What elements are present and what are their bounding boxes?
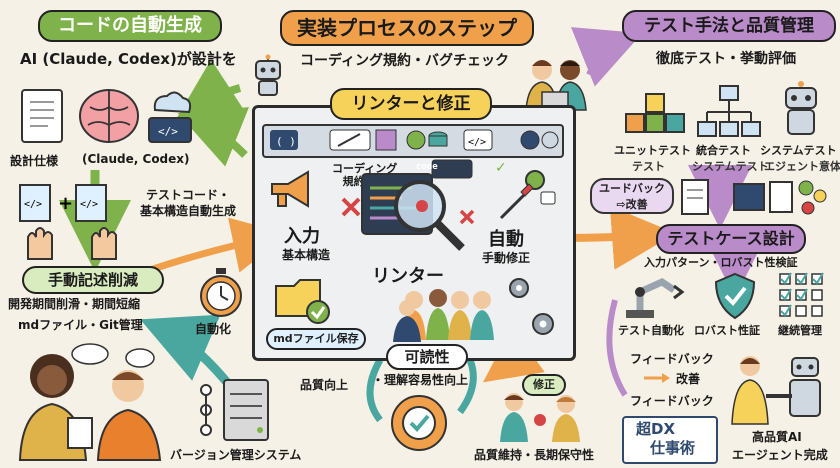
cloud-code-icon: </> bbox=[148, 91, 192, 143]
right-subtitle: 徹底テスト・挙動評価 bbox=[656, 51, 796, 67]
brain-icon bbox=[79, 89, 139, 143]
svg-text:</>: </> bbox=[468, 137, 486, 148]
report-icons bbox=[681, 179, 827, 215]
svg-text:✓: ✓ bbox=[495, 160, 507, 176]
code-tag: code bbox=[416, 162, 438, 172]
testcase-sub: 入力パターン・ロバスト性検証 bbox=[644, 256, 798, 269]
system-test-sub: エジェント意体 bbox=[764, 160, 840, 173]
testcode-label: テストコード・ 基本構造自動生成 bbox=[140, 188, 237, 218]
svg-text:</>: </> bbox=[24, 199, 42, 210]
integration-label: 統合テスト bbox=[696, 144, 751, 157]
brand-box bbox=[622, 416, 718, 464]
megaphone-icon bbox=[271, 170, 309, 208]
error-x-icon bbox=[341, 197, 361, 217]
linter-label: リンター bbox=[372, 266, 444, 287]
person-icon bbox=[393, 300, 421, 342]
brand-line2: 仕事術 bbox=[650, 439, 696, 457]
robot-icon bbox=[255, 54, 281, 96]
feedback-improve: 改善 bbox=[676, 372, 701, 386]
manual-line1: 開発期間削滑・期間短縮 bbox=[8, 297, 141, 311]
gear-check-icon bbox=[391, 395, 447, 451]
left-subtitle: AI (Claude, Codex)が設計を bbox=[20, 50, 237, 68]
automation-label: 自動化 bbox=[195, 322, 232, 336]
fix-people-icon bbox=[500, 393, 580, 442]
final-line1: 高品質AI bbox=[752, 430, 802, 444]
folder-check-icon bbox=[275, 279, 330, 324]
ai-label: (Claude, Codex) bbox=[82, 152, 190, 166]
spec-label: 設計仕様 bbox=[10, 154, 59, 168]
team-people-icon bbox=[18, 343, 162, 461]
code-files-icon: </> + </> bbox=[19, 184, 107, 222]
auto-label: 自動 bbox=[488, 229, 524, 250]
arrow-right-icon bbox=[644, 373, 670, 383]
svg-text:</>: </> bbox=[80, 199, 98, 210]
human-robot-handshake-icon bbox=[731, 356, 821, 425]
feedback-2: フィードバック bbox=[630, 394, 714, 408]
auto-sub: 手動修正 bbox=[482, 251, 531, 265]
left-title: コードの自動生成 bbox=[38, 10, 222, 42]
continuous-label: 継続管理 bbox=[778, 324, 822, 337]
manual-line2: mdファイル・Git管理 bbox=[18, 318, 143, 332]
unit-test-sub: テスト bbox=[632, 160, 665, 173]
svg-text:+: + bbox=[58, 193, 73, 214]
integration-tree-icon bbox=[697, 85, 761, 137]
toolbar-icons: ( ) </> bbox=[270, 129, 559, 151]
robot-arm-icon bbox=[626, 278, 685, 318]
center-title: 実装プロセスのステップ bbox=[280, 10, 534, 46]
feedback-bubble: ユードバック ⇨改善 bbox=[590, 178, 674, 214]
robust-label: ロバスト性証 bbox=[694, 324, 760, 337]
center-subtitle: コーディング規約・バグチェック bbox=[300, 53, 510, 69]
system-test-label: システムテスト bbox=[760, 144, 837, 157]
developers-icon bbox=[525, 60, 587, 111]
unit-test-label: ユニットテスト bbox=[614, 144, 691, 157]
stopwatch-icon bbox=[200, 268, 242, 317]
input-label: 入力 bbox=[284, 226, 320, 247]
system-robot-icon bbox=[785, 81, 817, 135]
shield-icon bbox=[714, 272, 756, 320]
input-sub: 基本構造 bbox=[282, 248, 331, 262]
right-title: テスト手法と品質管理 bbox=[622, 10, 836, 42]
maintain-label: 品質維持・長期保守性 bbox=[474, 448, 595, 462]
reviewers-icon bbox=[402, 289, 494, 340]
testcase-title: テストケース設計 bbox=[656, 224, 806, 254]
integration-sub: システムテスト bbox=[692, 160, 769, 173]
svg-text:</>: </> bbox=[158, 125, 178, 138]
readability-sub: ・理解容易性向上 bbox=[372, 373, 469, 387]
linter-title: リンターと修正 bbox=[330, 88, 492, 120]
svg-text:( ): ( ) bbox=[276, 135, 296, 148]
checklist-icon bbox=[779, 272, 824, 317]
feedback-1: フィードバック bbox=[630, 352, 714, 366]
document-icon bbox=[21, 89, 63, 143]
error-x-icon-2 bbox=[459, 209, 475, 225]
server-icon bbox=[223, 379, 269, 441]
readability-title: 可読性 bbox=[386, 344, 468, 370]
code-magnifier-icon bbox=[361, 159, 473, 251]
unit-test-blocks-icon bbox=[625, 93, 685, 133]
fix-pill: 修正 bbox=[522, 374, 566, 396]
md-save-pill: mdファイル保存 bbox=[266, 328, 366, 350]
gear-icon bbox=[509, 278, 554, 335]
test-auto-label: テスト自動化 bbox=[618, 324, 684, 337]
brand-line1: 超DX bbox=[636, 420, 676, 438]
quality-up-label: 品質向上 bbox=[300, 378, 349, 392]
vcs-label: バージョン管理システム bbox=[170, 448, 302, 462]
git-branch-icon bbox=[200, 384, 212, 436]
hands-icon bbox=[27, 227, 117, 260]
manual-title: 手動記述削減 bbox=[22, 266, 164, 294]
auto-fix-icon: ✓ bbox=[495, 160, 556, 220]
final-line2: エージェント完成 bbox=[732, 448, 828, 462]
